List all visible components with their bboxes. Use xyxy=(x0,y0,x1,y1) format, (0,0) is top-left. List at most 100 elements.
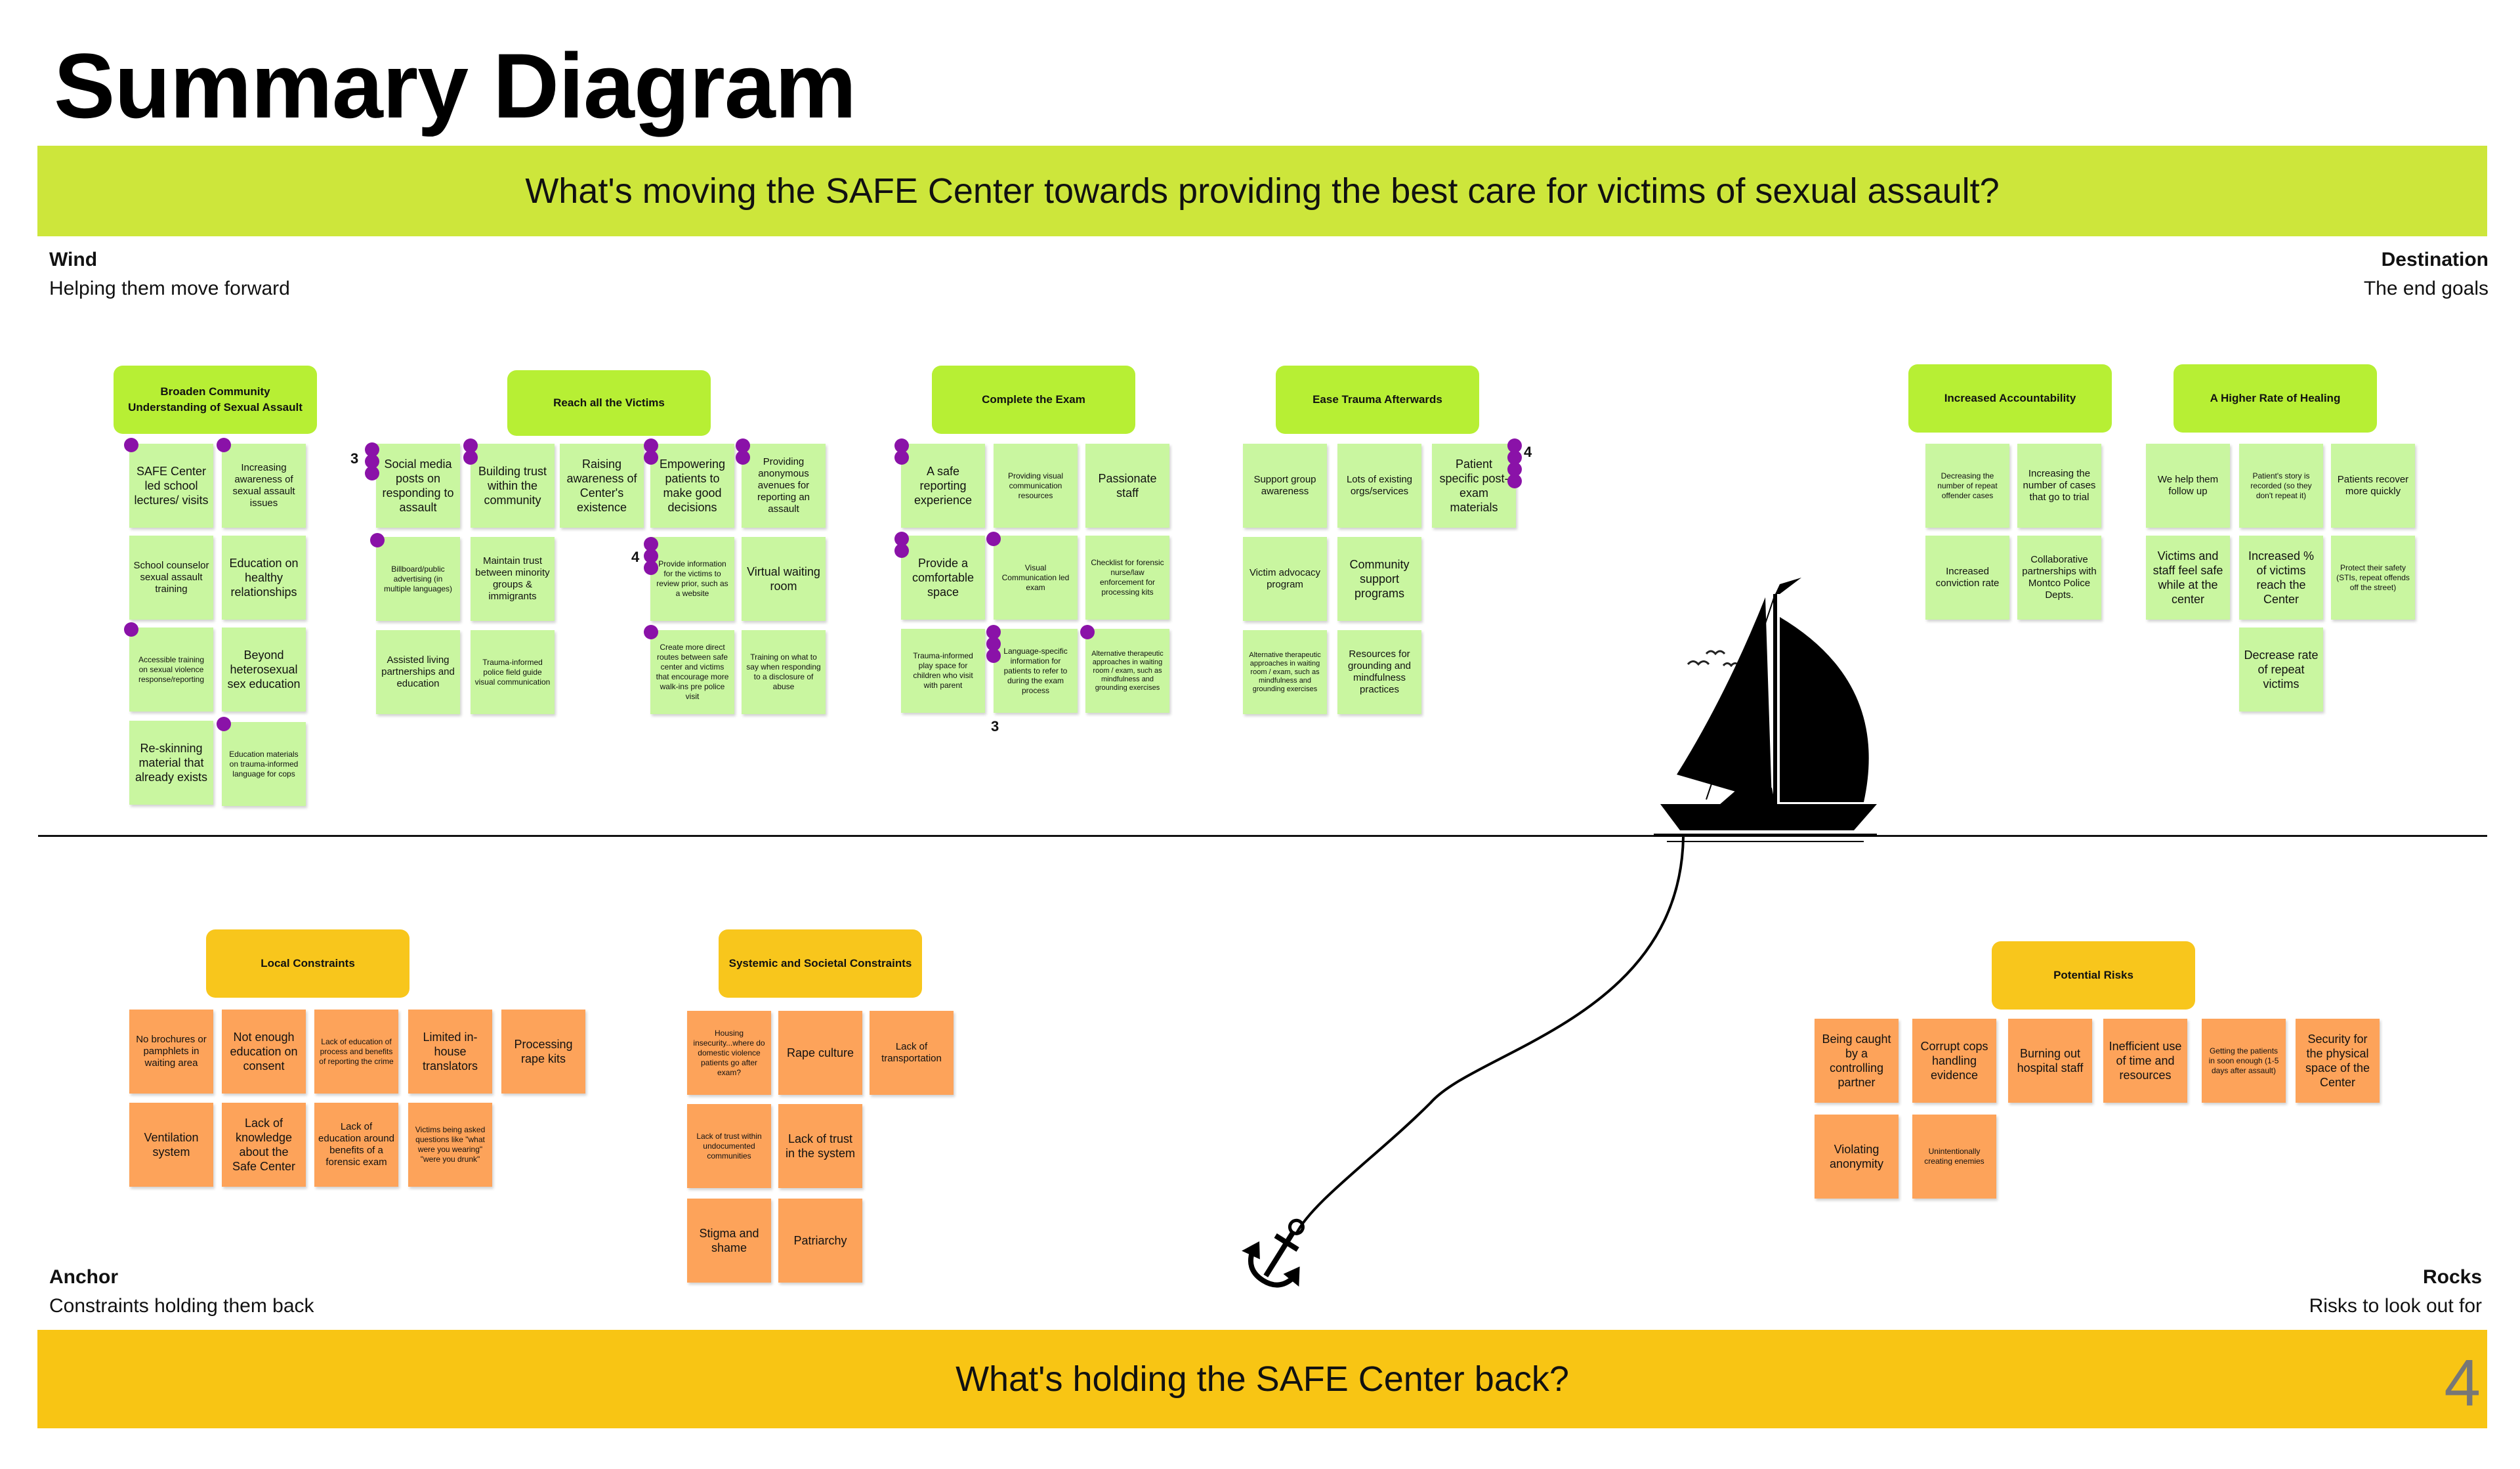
rocks-subtitle: Risks to look out for xyxy=(2309,1295,2482,1317)
sticky-note[interactable]: SAFE Center led school lectures/ visits xyxy=(129,444,213,528)
sticky-note[interactable]: Ventilation system xyxy=(129,1103,213,1187)
sticky-note[interactable]: Lack of knowledge about the Safe Center xyxy=(222,1103,306,1187)
sticky-note[interactable]: Resources for grounding and mindfulness … xyxy=(1337,630,1421,714)
sticky-note[interactable]: Lack of education of process and benefit… xyxy=(314,1010,398,1094)
sticky-note[interactable]: Corrupt cops handling evidence xyxy=(1912,1019,1996,1103)
sticky-note[interactable]: Billboard/public advertising (in multipl… xyxy=(376,537,460,621)
sticky-note[interactable]: Beyond heterosexual sex education xyxy=(222,628,306,712)
vote-dot xyxy=(463,450,478,465)
sticky-note[interactable]: Violating anonymity xyxy=(1815,1115,1899,1199)
sticky-note[interactable]: Empowering patients to make good decisio… xyxy=(650,444,734,528)
sticky-note[interactable]: Increased conviction rate xyxy=(1925,536,2009,620)
sticky-note[interactable]: Patients recover more quickly xyxy=(2331,444,2415,528)
sticky-note[interactable]: Patient specific post-exam materials xyxy=(1432,444,1516,528)
sticky-note[interactable]: Patriarchy xyxy=(778,1199,862,1283)
sticky-note[interactable]: We help them follow up xyxy=(2146,444,2230,528)
header-systemic[interactable]: Systemic and Societal Constraints xyxy=(719,929,922,998)
sticky-note[interactable]: Lack of trust within undocumented commun… xyxy=(687,1104,771,1188)
sticky-note[interactable]: Victims being asked questions like "what… xyxy=(408,1103,492,1187)
vote-dot xyxy=(365,466,379,480)
sticky-note[interactable]: School counselor sexual assault training xyxy=(129,536,213,620)
sticky-note[interactable]: Education on healthy relationships xyxy=(222,536,306,620)
vote-dot xyxy=(644,549,658,563)
sticky-note[interactable]: Visual Communication led exam xyxy=(994,536,1078,620)
vote-dot xyxy=(894,450,909,465)
vote-count: 3 xyxy=(350,450,359,467)
header-exam[interactable]: Complete the Exam xyxy=(932,366,1135,434)
sticky-note[interactable]: Accessible training on sexual violence r… xyxy=(129,628,213,712)
header-broaden[interactable]: Broaden Community Understanding of Sexua… xyxy=(114,366,317,434)
sticky-note[interactable]: Lack of trust in the system xyxy=(778,1104,862,1188)
vote-dot xyxy=(370,533,385,547)
sticky-note[interactable]: Not enough education on consent xyxy=(222,1010,306,1094)
sticky-note[interactable]: Create more direct routes between safe c… xyxy=(650,630,734,714)
sticky-note[interactable]: Housing insecurity...where do domestic v… xyxy=(687,1011,771,1095)
sticky-note[interactable]: Checklist for forensic nurse/law enforce… xyxy=(1085,536,1169,620)
sticky-note[interactable]: Re-skinning material that already exists xyxy=(129,721,213,805)
header-local[interactable]: Local Constraints xyxy=(206,929,410,998)
vote-dot xyxy=(1507,450,1522,465)
sticky-note[interactable]: Raising awareness of Center's existence xyxy=(560,444,644,528)
vote-dot xyxy=(644,561,658,575)
sticky-note[interactable]: A safe reporting experience xyxy=(901,444,985,528)
sticky-note[interactable]: Stigma and shame xyxy=(687,1199,771,1283)
sticky-note[interactable]: Providing visual communication resources xyxy=(994,444,1078,528)
wind-label: Wind Helping them move forward xyxy=(49,245,290,303)
sticky-note[interactable]: Provide a comfortable space xyxy=(901,536,985,620)
sticky-note[interactable]: Lack of education around benefits of a f… xyxy=(314,1103,398,1187)
sticky-note[interactable]: Lots of existing orgs/services xyxy=(1337,444,1421,528)
sticky-note[interactable]: Decrease rate of repeat victims xyxy=(2239,628,2323,712)
sticky-note[interactable]: Increasing the number of cases that go t… xyxy=(2017,444,2101,528)
sticky-note[interactable]: Increasing awareness of sexual assault i… xyxy=(222,444,306,528)
sticky-note[interactable]: Trauma-informed play space for children … xyxy=(901,629,985,713)
sticky-note[interactable]: Education materials on trauma-informed l… xyxy=(222,722,306,806)
sticky-note[interactable]: Alternative therapeutic approaches in wa… xyxy=(1085,629,1169,713)
sticky-note[interactable]: Lack of transportation xyxy=(870,1011,954,1095)
sticky-note[interactable]: Support group awareness xyxy=(1243,444,1327,528)
header-trauma[interactable]: Ease Trauma Afterwards xyxy=(1276,366,1479,434)
sticky-note[interactable]: Decreasing the number of repeat offender… xyxy=(1925,444,2009,528)
sticky-note[interactable]: Collaborative partnerships with Montco P… xyxy=(2017,536,2101,620)
page-number: 4 xyxy=(2444,1346,2481,1420)
sticky-note[interactable]: Maintain trust between minority groups &… xyxy=(471,537,555,621)
sticky-note[interactable]: Victims and staff feel safe while at the… xyxy=(2146,536,2230,620)
sticky-note[interactable]: Social media posts on responding to assa… xyxy=(376,444,460,528)
sticky-note[interactable]: Unintentionally creating enemies xyxy=(1912,1115,1996,1199)
sticky-note[interactable]: Language-specific information for patien… xyxy=(994,629,1078,713)
vote-dot xyxy=(217,717,231,731)
sticky-note[interactable]: Security for the physical space of the C… xyxy=(2296,1019,2380,1103)
sticky-note[interactable]: Increased % of victims reach the Center xyxy=(2239,536,2323,620)
sticky-note[interactable]: Getting the patients in soon enough (1-5… xyxy=(2202,1019,2286,1103)
sticky-note[interactable]: Trauma-informed police field guide visua… xyxy=(471,630,555,714)
header-risks[interactable]: Potential Risks xyxy=(1992,941,2195,1010)
sticky-note[interactable]: Processing rape kits xyxy=(501,1010,585,1094)
header-reach[interactable]: Reach all the Victims xyxy=(507,370,711,436)
sticky-note[interactable]: Training on what to say when responding … xyxy=(742,630,826,714)
sticky-note[interactable]: Patient's story is recorded (so they don… xyxy=(2239,444,2323,528)
vote-dot xyxy=(124,622,138,637)
sticky-note[interactable]: Protect their safety (STIs, repeat offen… xyxy=(2331,536,2415,620)
sticky-note[interactable]: Inefficient use of time and resources xyxy=(2103,1019,2187,1103)
sticky-note[interactable]: Burning out hospital staff xyxy=(2008,1019,2092,1103)
sticky-note[interactable]: Victim advocacy program xyxy=(1243,537,1327,621)
sticky-note[interactable]: Community support programs xyxy=(1337,537,1421,621)
sticky-note[interactable]: Providing anonymous avenues for reportin… xyxy=(742,444,826,528)
sticky-note[interactable]: Provide information for the victims to r… xyxy=(650,537,734,621)
vote-dot xyxy=(1507,438,1522,453)
sticky-note[interactable]: Rape culture xyxy=(778,1011,862,1095)
sticky-note[interactable]: Virtual waiting room xyxy=(742,537,826,621)
sticky-note[interactable]: No brochures or pamphlets in waiting are… xyxy=(129,1010,213,1094)
sticky-note[interactable]: Building trust within the community xyxy=(471,444,555,528)
vote-dot xyxy=(463,438,478,453)
vote-dot xyxy=(894,438,909,453)
header-accountability[interactable]: Increased Accountability xyxy=(1908,364,2112,433)
sticky-note[interactable]: Assisted living partnerships and educati… xyxy=(376,630,460,714)
sticky-note[interactable]: Passionate staff xyxy=(1085,444,1169,528)
anchor-subtitle: Constraints holding them back xyxy=(49,1295,314,1317)
page-title: Summary Diagram xyxy=(54,34,856,137)
header-healing[interactable]: A Higher Rate of Healing xyxy=(2174,364,2377,433)
sticky-note[interactable]: Limited in-house translators xyxy=(408,1010,492,1094)
sticky-note[interactable]: Alternative therapeutic approaches in wa… xyxy=(1243,630,1327,714)
sticky-note[interactable]: Being caught by a controlling partner xyxy=(1815,1019,1899,1103)
